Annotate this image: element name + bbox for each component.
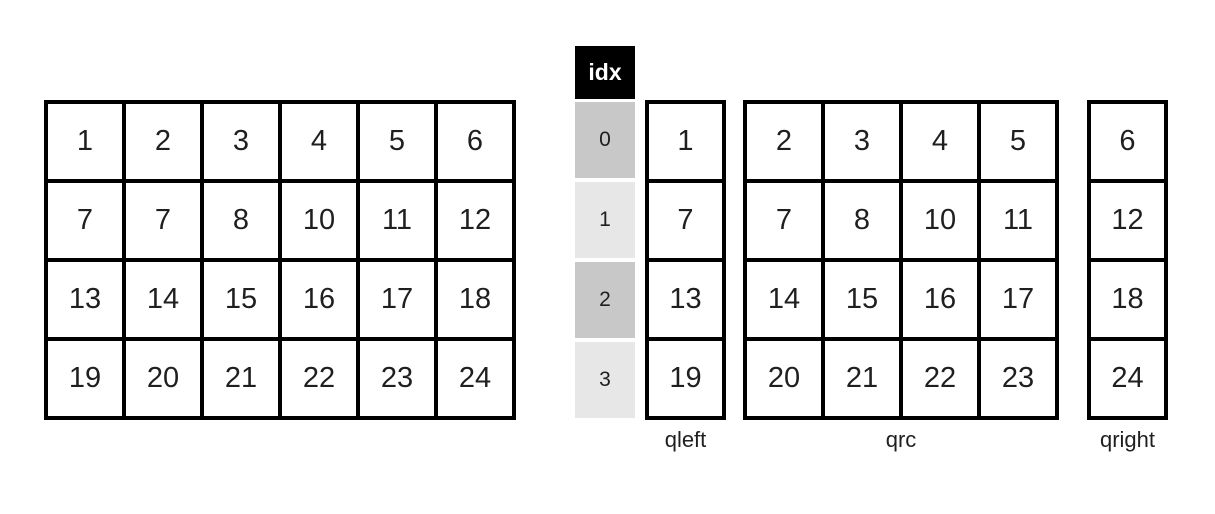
source-grid-cell: 22	[282, 341, 356, 416]
source-grid-cell: 17	[360, 262, 434, 337]
qrc-cell: 5	[981, 104, 1055, 179]
qrc-cell: 21	[825, 341, 899, 416]
qleft-cell: 7	[649, 183, 722, 258]
qrc-cell: 14	[747, 262, 821, 337]
idx-cell: 3	[575, 342, 635, 418]
source-grid-cell: 10	[282, 183, 356, 258]
source-grid-cell: 8	[204, 183, 278, 258]
source-grid-cell: 6	[438, 104, 512, 179]
source-grid-cell: 4	[282, 104, 356, 179]
qrc-cell: 23	[981, 341, 1055, 416]
source-grid-cell: 18	[438, 262, 512, 337]
idx-header: idx	[575, 46, 635, 99]
source-grid-cell: 19	[48, 341, 122, 416]
qrc-cell: 17	[981, 262, 1055, 337]
source-grid: 1 2 3 4 5 6 7 7 8 10 11 12 13 14 15 16 1…	[44, 100, 516, 420]
source-grid-cell: 21	[204, 341, 278, 416]
source-grid-cell: 5	[360, 104, 434, 179]
source-grid-cell: 15	[204, 262, 278, 337]
idx-cell: 2	[575, 262, 635, 338]
qright-label: qright	[1099, 427, 1156, 452]
qright-grid: 6 12 18 24	[1087, 100, 1168, 420]
qleft-cell: 13	[649, 262, 722, 337]
source-grid-cell: 13	[48, 262, 122, 337]
qrc-cell: 20	[747, 341, 821, 416]
qrc-cell: 4	[903, 104, 977, 179]
qright-cell: 12	[1091, 183, 1164, 258]
source-grid-cell: 23	[360, 341, 434, 416]
source-grid-cell: 3	[204, 104, 278, 179]
source-grid-cell: 2	[126, 104, 200, 179]
qrc-cell: 10	[903, 183, 977, 258]
idx-cell: 1	[575, 182, 635, 258]
qrc-cell: 16	[903, 262, 977, 337]
qrc-cell: 2	[747, 104, 821, 179]
qrc-cell: 15	[825, 262, 899, 337]
qleft-label: qleft	[664, 427, 707, 452]
source-grid-cell: 20	[126, 341, 200, 416]
qright-cell: 6	[1091, 104, 1164, 179]
source-grid-cell: 7	[126, 183, 200, 258]
qrc-cell: 22	[903, 341, 977, 416]
qrc-cell: 3	[825, 104, 899, 179]
source-grid-cell: 14	[126, 262, 200, 337]
source-grid-cell: 11	[360, 183, 434, 258]
source-grid-cell: 12	[438, 183, 512, 258]
qrc-cell: 8	[825, 183, 899, 258]
qrc-cell: 11	[981, 183, 1055, 258]
qright-cell: 24	[1091, 341, 1164, 416]
qrc-grid: 2 3 4 5 7 8 10 11 14 15 16 17 20 21 22 2…	[743, 100, 1059, 420]
source-grid-cell: 24	[438, 341, 512, 416]
source-grid-cell: 1	[48, 104, 122, 179]
idx-cell: 0	[575, 102, 635, 178]
source-grid-cell: 16	[282, 262, 356, 337]
qrc-cell: 7	[747, 183, 821, 258]
qrc-label: qrc	[885, 427, 917, 452]
qright-cell: 18	[1091, 262, 1164, 337]
qleft-grid: 1 7 13 19	[645, 100, 726, 420]
idx-column: 0 1 2 3	[575, 102, 635, 418]
source-grid-cell: 7	[48, 183, 122, 258]
qleft-cell: 19	[649, 341, 722, 416]
qleft-cell: 1	[649, 104, 722, 179]
